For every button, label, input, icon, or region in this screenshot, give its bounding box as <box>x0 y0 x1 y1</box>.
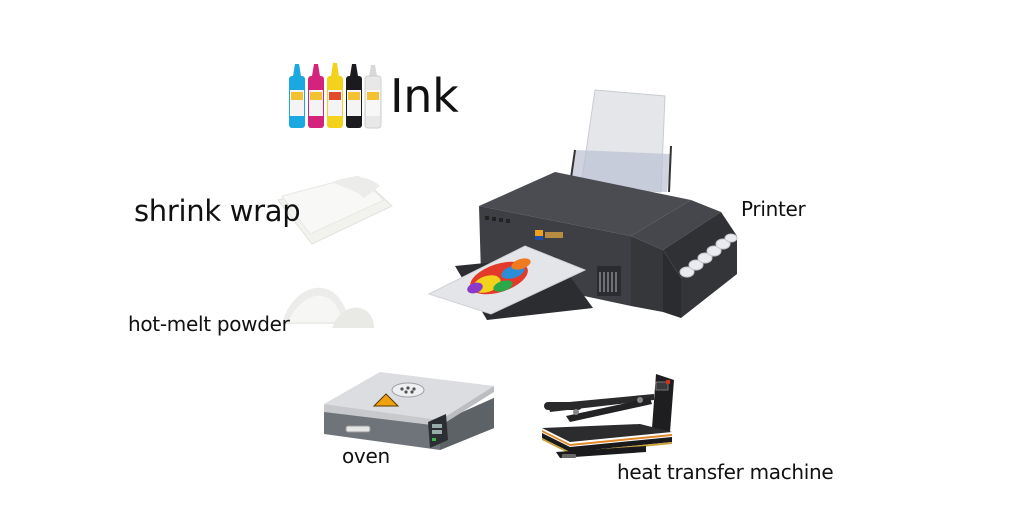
shrink-wrap-label: shrink wrap <box>134 194 301 228</box>
hot-melt-powder-label: hot-melt powder <box>128 312 290 336</box>
powder-pile-icon <box>280 282 376 330</box>
ink-label: Ink <box>390 69 459 123</box>
dtf-printer-icon <box>425 88 745 320</box>
oven-label: oven <box>342 444 390 468</box>
heat-press-icon <box>536 370 676 470</box>
curing-oven-icon <box>318 364 504 450</box>
film-sheets-icon <box>272 172 396 250</box>
heat-transfer-machine-label: heat transfer machine <box>617 460 834 484</box>
printer-label: Printer <box>741 197 806 221</box>
ink-bottles-icon <box>287 62 383 132</box>
